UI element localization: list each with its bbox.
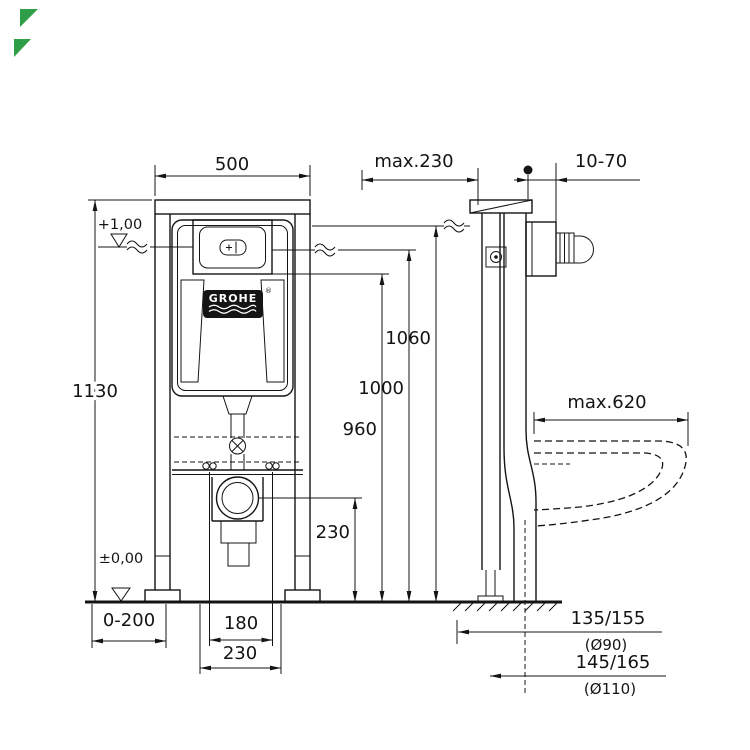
dim-drain-height-label: 230: [316, 522, 350, 543]
toilet-bowl-outline: [533, 440, 687, 527]
level-top-label: +1,00: [98, 217, 142, 233]
dim-h1000-label: 1000: [358, 378, 404, 399]
fixing-bolt: [272, 462, 280, 470]
outlet-b-label: 145/165: [576, 652, 651, 673]
wall-reference-point: [523, 165, 533, 175]
outlet-a-label: 135/155: [571, 608, 646, 629]
watermark-marks: [14, 9, 38, 57]
flush-plate-side: [525, 221, 557, 277]
dim-bolt-spacing-label: 180: [224, 613, 258, 634]
fixing-bolt: [265, 462, 273, 470]
dim-h1060-label: 1060: [385, 328, 431, 349]
dim-plate-range-label: 10-70: [575, 151, 627, 172]
flush-plate: [192, 219, 273, 275]
outlet-a-dia-label: (Ø90): [585, 636, 628, 654]
dim-h960-label: 960: [343, 419, 377, 440]
dim-height-label: 1130: [72, 381, 118, 402]
flush-button: [219, 239, 247, 256]
front-view: GROHE ®: [144, 199, 321, 603]
drain-socket: [215, 476, 260, 520]
grohe-logo: GROHE ®: [203, 287, 272, 318]
outlet-b-dia-label: (Ø110): [584, 680, 636, 698]
level-floor-label: ±0,00: [99, 551, 143, 567]
actuator-knob: [573, 235, 594, 264]
registered-mark: ®: [265, 287, 272, 295]
dim-foot-range-label: 0-200: [103, 610, 155, 631]
dim-depth-label: max.230: [374, 151, 453, 172]
fixing-bolt: [209, 462, 217, 470]
dim-width-label: 500: [215, 154, 249, 175]
dimensions: 500 max.230 10-70 1130 +1,00 ±0,00: [69, 151, 689, 698]
dim-outlet-width-label: 230: [223, 643, 257, 664]
fixing-bolt: [202, 462, 210, 470]
dim-bowl-depth-label: max.620: [567, 392, 646, 413]
grohe-logo-text: GROHE: [209, 292, 258, 305]
